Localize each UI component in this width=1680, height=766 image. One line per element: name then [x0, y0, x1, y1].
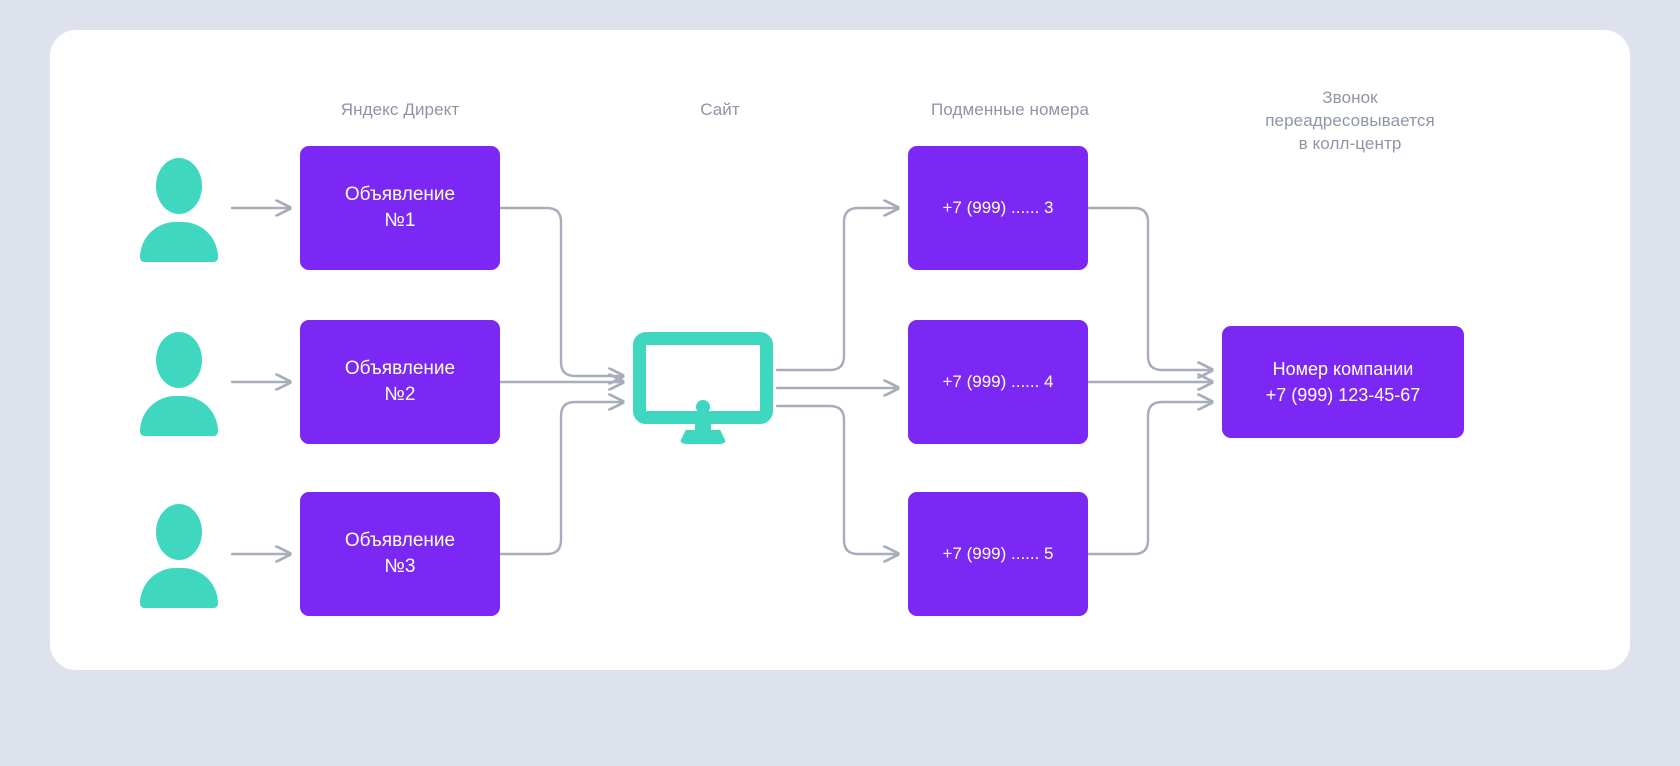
monitor-icon [633, 332, 773, 444]
monitor-base [679, 430, 727, 444]
diagram-card: Яндекс Директ Сайт Подменные номера Звон… [50, 30, 1630, 670]
tracking-number-box-3: +7 (999) ...... 5 [908, 492, 1088, 616]
connector-site-num3 [775, 404, 898, 554]
person-icon [137, 504, 221, 608]
tracking-number-box-2: +7 (999) ...... 4 [908, 320, 1088, 444]
connector-num1-company [1086, 206, 1212, 370]
person-head [156, 158, 202, 214]
person-icon [137, 332, 221, 436]
connector-ad1-site [498, 206, 623, 376]
person-icon [137, 158, 221, 262]
connector-ad3-site [498, 402, 623, 556]
column-header-numbers: Подменные номера [930, 100, 1090, 119]
ad-box-3: Объявление №3 [300, 492, 500, 616]
diagram-stage: Яндекс Директ Сайт Подменные номера Звон… [50, 30, 1630, 670]
ad-box-2: Объявление №2 [300, 320, 500, 444]
ad-box-1: Объявление №1 [300, 146, 500, 270]
tracking-number-box-1: +7 (999) ...... 3 [908, 146, 1088, 270]
person-head [156, 504, 202, 560]
column-header-direct: Яндекс Директ [340, 100, 460, 119]
connector-num3-company [1086, 402, 1212, 556]
column-header-call: Звонок переадресовывается в колл-центр [1265, 88, 1435, 153]
monitor-dot [696, 400, 710, 414]
company-number-box: Номер компании +7 (999) 123-45-67 [1222, 326, 1464, 438]
person-body [140, 568, 218, 608]
person-body [140, 222, 218, 262]
column-header-site: Сайт [700, 100, 740, 119]
person-body [140, 396, 218, 436]
connector-site-num1 [775, 208, 898, 372]
person-head [156, 332, 202, 388]
